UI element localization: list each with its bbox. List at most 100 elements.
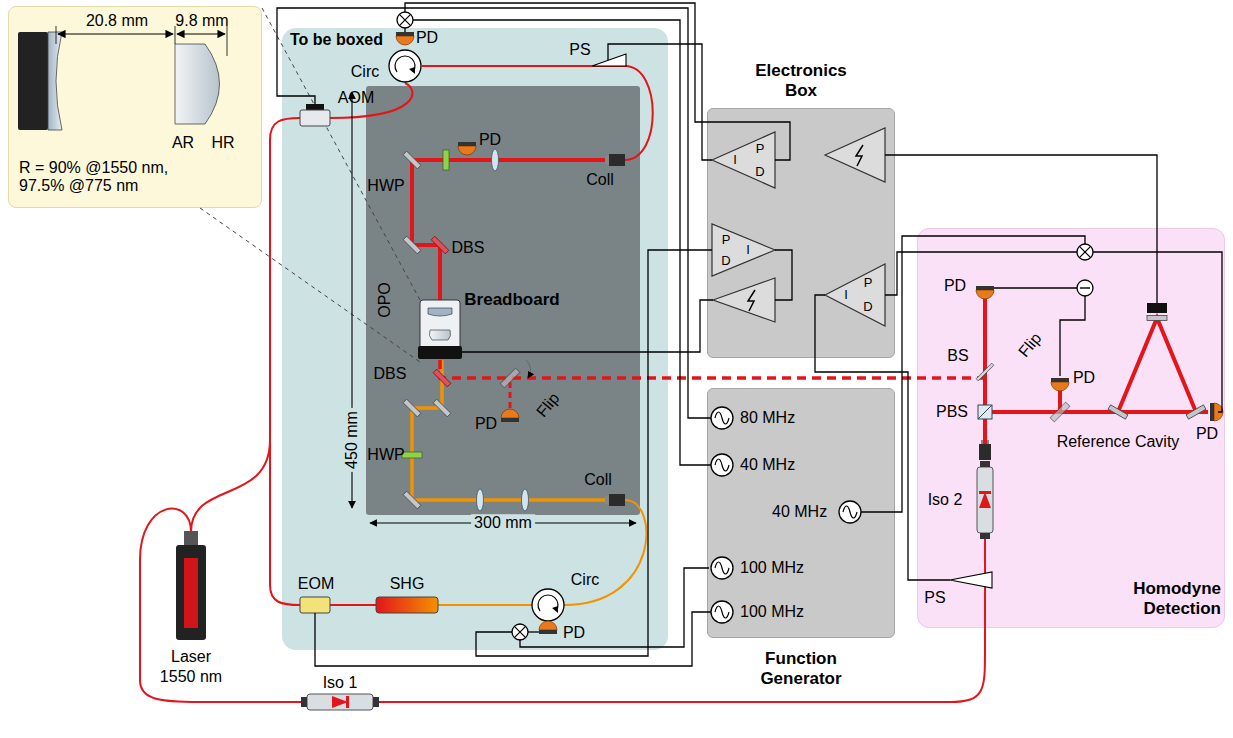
region-title: To be boxed [290, 31, 383, 49]
pid-letter: I [844, 288, 848, 302]
path-shape [58, 33, 173, 34]
collimator [605, 494, 625, 506]
cavity-inset [18, 26, 227, 130]
rect-shape [176, 545, 206, 640]
path-shape [815, 295, 950, 580]
region-title: Breadboard [464, 290, 559, 310]
region-title: Function Generator [741, 649, 861, 688]
use-shape [748, 290, 755, 311]
region-title: Electronics Box [744, 61, 859, 100]
mirror [1147, 316, 1167, 321]
fiber [422, 66, 653, 160]
part-label: Circ [571, 571, 599, 589]
photodiode [396, 32, 414, 45]
rect-shape [300, 110, 330, 126]
part-label: PD [1073, 369, 1095, 387]
mirror [403, 236, 421, 254]
fiber [140, 509, 985, 702]
inset-text: 9.8 mm [175, 12, 228, 30]
mixer [397, 12, 413, 28]
oscillator [839, 501, 861, 523]
opo [418, 300, 462, 359]
dimension-label: 300 mm [471, 514, 535, 532]
enclosure-region: Breadboard To be boxed [282, 28, 668, 650]
rect-shape [1050, 402, 1070, 422]
pid-letter: P [722, 233, 731, 247]
path-shape [978, 405, 992, 419]
path-shape [885, 155, 1157, 303]
mirror [433, 399, 451, 417]
path-shape [476, 250, 712, 656]
part-label: Circ [351, 63, 379, 81]
mirror [403, 491, 421, 509]
part-label: Coll [586, 171, 614, 189]
oscillator [711, 407, 733, 429]
region-title: Homodyne Detection [1101, 579, 1221, 618]
pid-letter: D [755, 165, 764, 179]
path-shape [462, 300, 713, 352]
phase-shifter [950, 572, 992, 588]
rect-shape [306, 104, 324, 110]
lens [492, 149, 499, 171]
fiber [191, 118, 300, 532]
part-label: OPO [376, 282, 394, 318]
part-label: Coll [584, 471, 612, 489]
inset-text: HR [211, 134, 234, 152]
part-label: Flip [1015, 329, 1045, 360]
subtractor [1077, 280, 1093, 296]
part-label: Flip [533, 389, 563, 420]
oscillator [711, 454, 733, 476]
hv-amplifier [713, 278, 775, 322]
photodiode [458, 142, 476, 155]
rect-shape [500, 368, 520, 388]
part-label: PS [924, 589, 945, 607]
part-label: DBS [452, 239, 485, 257]
hv-amplifier [825, 128, 885, 182]
path-shape [861, 236, 1085, 512]
path-shape [404, 28, 405, 32]
path-shape [1093, 252, 1222, 412]
part-label: Laser [171, 648, 211, 666]
pid-letter: P [756, 142, 765, 156]
eom [300, 597, 330, 613]
zoom-leader [200, 8, 420, 362]
rect-shape [184, 558, 198, 628]
rect-shape [184, 531, 198, 545]
path-shape [405, 3, 790, 160]
path-shape [994, 287, 1077, 288]
flip-mirror [1050, 402, 1070, 422]
photodiode [501, 409, 519, 422]
part-label: BS [947, 347, 968, 365]
photodiode [1051, 378, 1069, 391]
part-label: 1550 nm [160, 668, 222, 686]
path-shape [428, 308, 452, 316]
part-label: PD [416, 29, 438, 47]
frequency-label: 100 MHz [740, 559, 804, 577]
shg [376, 597, 438, 613]
beamsplitter [976, 363, 994, 381]
flip-mirror [500, 368, 520, 388]
mirror [1186, 405, 1206, 419]
circulator [389, 50, 421, 82]
waveplate [402, 452, 422, 458]
part-label: PS [569, 41, 590, 59]
part-label: PD [1196, 425, 1218, 443]
inset-text: 20.8 mm [86, 12, 148, 30]
wiring [277, 3, 1222, 666]
part-label: SHG [390, 575, 425, 593]
fiber [438, 500, 646, 605]
path-shape [277, 8, 711, 418]
inset-text: AR [172, 134, 194, 152]
frequency-label: 80 MHz [740, 409, 795, 427]
dichroic [433, 369, 451, 387]
part-label: Iso 1 [323, 674, 358, 692]
pid-letter: I [733, 153, 737, 167]
dimension-label: 450 mm [343, 408, 361, 472]
rect-shape [420, 300, 460, 350]
isolator [977, 461, 993, 539]
rect-shape [418, 346, 462, 359]
path-shape [885, 252, 1077, 295]
